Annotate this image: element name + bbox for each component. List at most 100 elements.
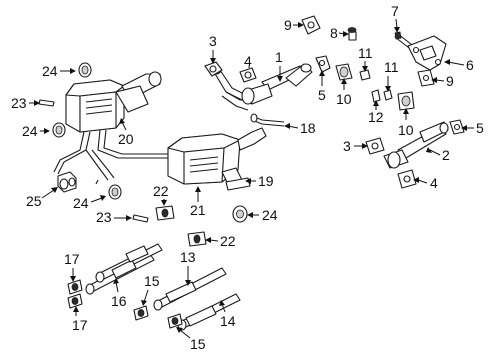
insulator-10-upper — [335, 63, 353, 81]
callout-label: 8 — [330, 25, 338, 41]
callout-25: 25 — [26, 187, 58, 209]
callout-19: 19 — [245, 173, 274, 189]
callout-label: 25 — [26, 193, 42, 209]
callout-label: 9 — [284, 17, 292, 33]
callout-label: 22 — [220, 233, 236, 249]
insulator-24c — [108, 184, 122, 200]
callout-label: 2 — [442, 147, 450, 163]
callout-6: 6 — [444, 57, 474, 73]
bolt-23-upper — [38, 99, 55, 107]
callout-label: 17 — [72, 317, 88, 333]
callout-label: 11 — [358, 45, 373, 61]
callout-label: 24 — [73, 195, 89, 211]
callout-11-lower: 11 — [384, 59, 399, 92]
callout-label: 10 — [336, 91, 352, 107]
callout-1: 1 — [275, 49, 283, 82]
callout-label: 19 — [258, 173, 274, 189]
callout-8: 8 — [330, 25, 349, 41]
callout-label: 24 — [262, 207, 278, 223]
callout-label: 23 — [11, 95, 27, 111]
callout-label: 23 — [96, 209, 112, 225]
clamp-15-lower — [167, 313, 183, 329]
hanger-5-lower — [449, 119, 465, 135]
callout-label: 4 — [430, 175, 438, 191]
clamp-22-lower — [187, 231, 207, 247]
gasket-upper — [204, 61, 223, 77]
bolt-8 — [347, 27, 357, 41]
callout-24-c: 24 — [73, 195, 106, 211]
callout-10-lower: 10 — [398, 108, 414, 138]
gasket-3-lower — [365, 137, 385, 155]
callout-16: 16 — [111, 278, 127, 309]
callout-label: 16 — [111, 293, 127, 309]
callout-7: 7 — [391, 3, 400, 33]
callout-label: 24 — [22, 123, 38, 139]
bolt-23-lower — [132, 214, 149, 223]
pipe-14 — [177, 293, 241, 331]
callout-label: 3 — [209, 33, 217, 49]
callout-label: 1 — [275, 49, 283, 65]
hanger-9-upper — [301, 15, 321, 35]
callout-15-upper: 15 — [141, 273, 160, 306]
callout-21: 21 — [190, 186, 206, 218]
hanger-5-upper — [315, 55, 331, 73]
callout-3-upper: 3 — [209, 33, 217, 64]
pipe-13 — [153, 267, 227, 311]
bolt-12 — [371, 89, 381, 103]
callout-label: 7 — [391, 3, 399, 19]
callout-label: 5 — [318, 87, 326, 103]
clamp-22-upper — [155, 205, 175, 221]
callout-9-upper: 9 — [284, 17, 304, 33]
callout-label: 6 — [466, 57, 474, 73]
callout-label: 24 — [42, 63, 58, 79]
callout-17-upper: 17 — [64, 251, 80, 282]
callout-18: 18 — [284, 120, 316, 136]
bracket-6 — [407, 35, 447, 71]
front-pipe-2 — [383, 121, 449, 169]
callout-14: 14 — [219, 300, 236, 329]
callout-24-d: 24 — [247, 207, 278, 223]
callout-label: 12 — [368, 109, 384, 125]
callout-label: 5 — [476, 120, 484, 136]
hanger-9-lower — [417, 69, 435, 87]
clamp-17-lower — [67, 293, 83, 309]
callout-label: 13 — [180, 249, 196, 265]
callout-17-lower: 17 — [72, 306, 88, 333]
callout-4-upper: 4 — [244, 53, 252, 69]
rear-muffler — [65, 71, 162, 133]
callout-5-upper: 5 — [318, 70, 326, 103]
callout-24-b: 24 — [22, 123, 50, 139]
callout-13: 13 — [180, 249, 196, 286]
insulator-24a — [78, 62, 92, 78]
callout-label: 20 — [118, 131, 134, 147]
callout-20: 20 — [118, 118, 134, 147]
callout-9-lower: 9 — [431, 73, 454, 89]
callout-label: 15 — [144, 273, 160, 289]
intermediate-pipe-16 — [85, 243, 163, 295]
callout-22-lower: 22 — [205, 233, 236, 249]
callout-label: 11 — [384, 59, 399, 75]
tailpipe-tip — [57, 171, 77, 193]
insulator-10-lower — [397, 91, 415, 111]
callout-label: 22 — [153, 183, 169, 199]
callout-10-upper: 10 — [336, 78, 352, 107]
callout-label: 10 — [398, 122, 414, 138]
rear-pipe-network — [53, 129, 168, 185]
callout-3-lower: 3 — [343, 138, 368, 154]
front-pipe-assembly-upper — [210, 63, 313, 111]
center-muffler — [167, 127, 267, 185]
callout-22-upper: 22 — [153, 183, 169, 206]
callout-2: 2 — [426, 147, 450, 163]
callout-4-lower: 4 — [413, 175, 438, 191]
gasket-4-upper — [239, 67, 257, 83]
callout-label: 14 — [220, 313, 236, 329]
gasket-4-lower — [397, 169, 417, 189]
callout-label: 21 — [190, 202, 206, 218]
clamp-17-upper — [67, 279, 83, 295]
callout-label: 15 — [190, 336, 206, 352]
callout-5-lower: 5 — [461, 120, 484, 136]
insulator-24b — [52, 122, 66, 138]
callout-label: 17 — [64, 251, 80, 267]
